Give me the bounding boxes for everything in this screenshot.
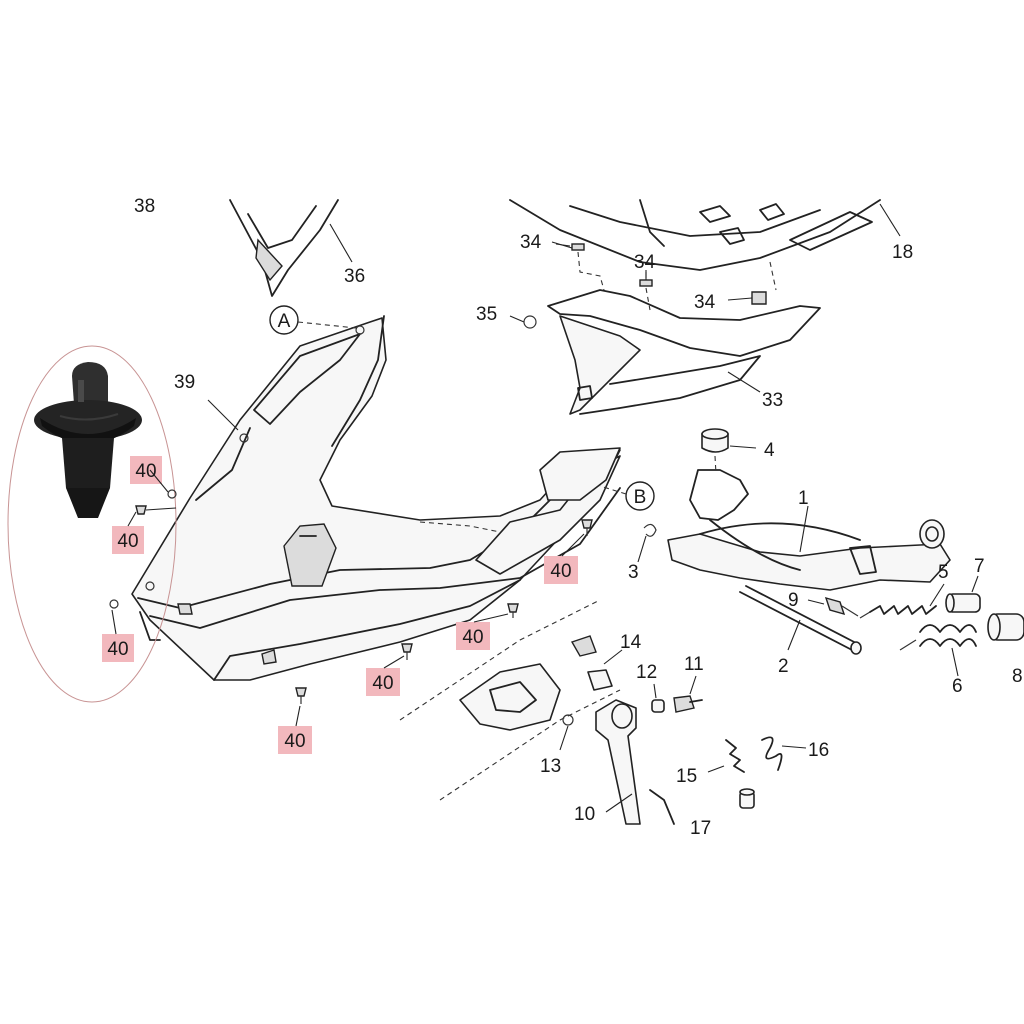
label-33: 33: [762, 390, 783, 411]
label-38: 38: [134, 196, 155, 217]
callout-a: A: [269, 305, 357, 335]
label-10: 10: [574, 804, 595, 825]
label-18: 18: [892, 242, 913, 263]
part-36-fragment: [229, 199, 353, 297]
part-1-main-stand: [667, 469, 951, 591]
part-11-bolt: [673, 675, 703, 713]
label-40-f: 40: [372, 673, 393, 694]
push-rivet-clip-image: [34, 362, 142, 518]
label-13: 13: [540, 756, 561, 777]
part-13-washer: [559, 714, 574, 751]
label-3: 3: [628, 562, 639, 583]
label-40-e: 40: [462, 627, 483, 648]
label-2: 2: [778, 656, 789, 677]
label-34-a: 34: [520, 232, 542, 253]
label-14: 14: [620, 632, 642, 653]
part-34-clips: [551, 241, 777, 311]
label-12: 12: [636, 662, 657, 683]
part-39-lower-cover: [131, 315, 621, 681]
label-40-c: 40: [107, 639, 128, 660]
part-9-bolt: [807, 596, 859, 617]
label-40-d: 40: [550, 561, 571, 582]
side-stand-bracket: [399, 599, 623, 801]
label-17: 17: [690, 818, 711, 839]
part-8-bushing: [987, 613, 1024, 641]
part-number-labels: 38 36 39 34 34 34 35 33 18 4 1 3 5 7 9 8…: [134, 196, 1023, 839]
label-40-b: 40: [117, 531, 138, 552]
callout-b-label: B: [634, 487, 647, 508]
label-6: 6: [952, 676, 963, 697]
label-5: 5: [938, 562, 949, 583]
clip-photo-region: [7, 345, 177, 703]
part-33-undercover: [547, 289, 821, 415]
part-5-spring: [859, 583, 945, 619]
label-11: 11: [684, 654, 704, 675]
callout-a-label: A: [278, 311, 291, 332]
label-34-c: 34: [694, 292, 716, 313]
part-16-spring: [761, 736, 807, 771]
label-36: 36: [344, 266, 365, 287]
part-15-spring: [707, 739, 745, 773]
part-4-damper: [701, 428, 757, 475]
part-10-side-stand: [595, 699, 675, 825]
label-40-g: 40: [284, 731, 305, 752]
label-34-b: 34: [634, 252, 656, 273]
label-4: 4: [764, 440, 775, 461]
part-40-highlighted-labels: 40 40 40 40 40 40 40: [102, 456, 578, 754]
part-2-shaft: [739, 585, 862, 655]
label-15: 15: [676, 766, 697, 787]
label-1: 1: [798, 488, 809, 509]
part-17-collar: [739, 788, 755, 809]
label-40-a: 40: [135, 461, 156, 482]
part-18-frame: [509, 199, 901, 271]
label-35: 35: [476, 304, 497, 325]
callout-b: B: [599, 481, 655, 511]
part-12-collar: [651, 683, 665, 713]
part-40-clips: [109, 489, 593, 704]
part-3-clip: [637, 523, 657, 563]
part-6-spring: [899, 624, 977, 677]
leader-lines: [111, 243, 647, 727]
part-7-collar: [945, 575, 981, 613]
label-16: 16: [808, 740, 829, 761]
label-8: 8: [1012, 666, 1023, 687]
label-9: 9: [788, 590, 799, 611]
label-39: 39: [174, 372, 195, 393]
label-7: 7: [974, 556, 985, 577]
part-35-grommet: [509, 315, 537, 329]
